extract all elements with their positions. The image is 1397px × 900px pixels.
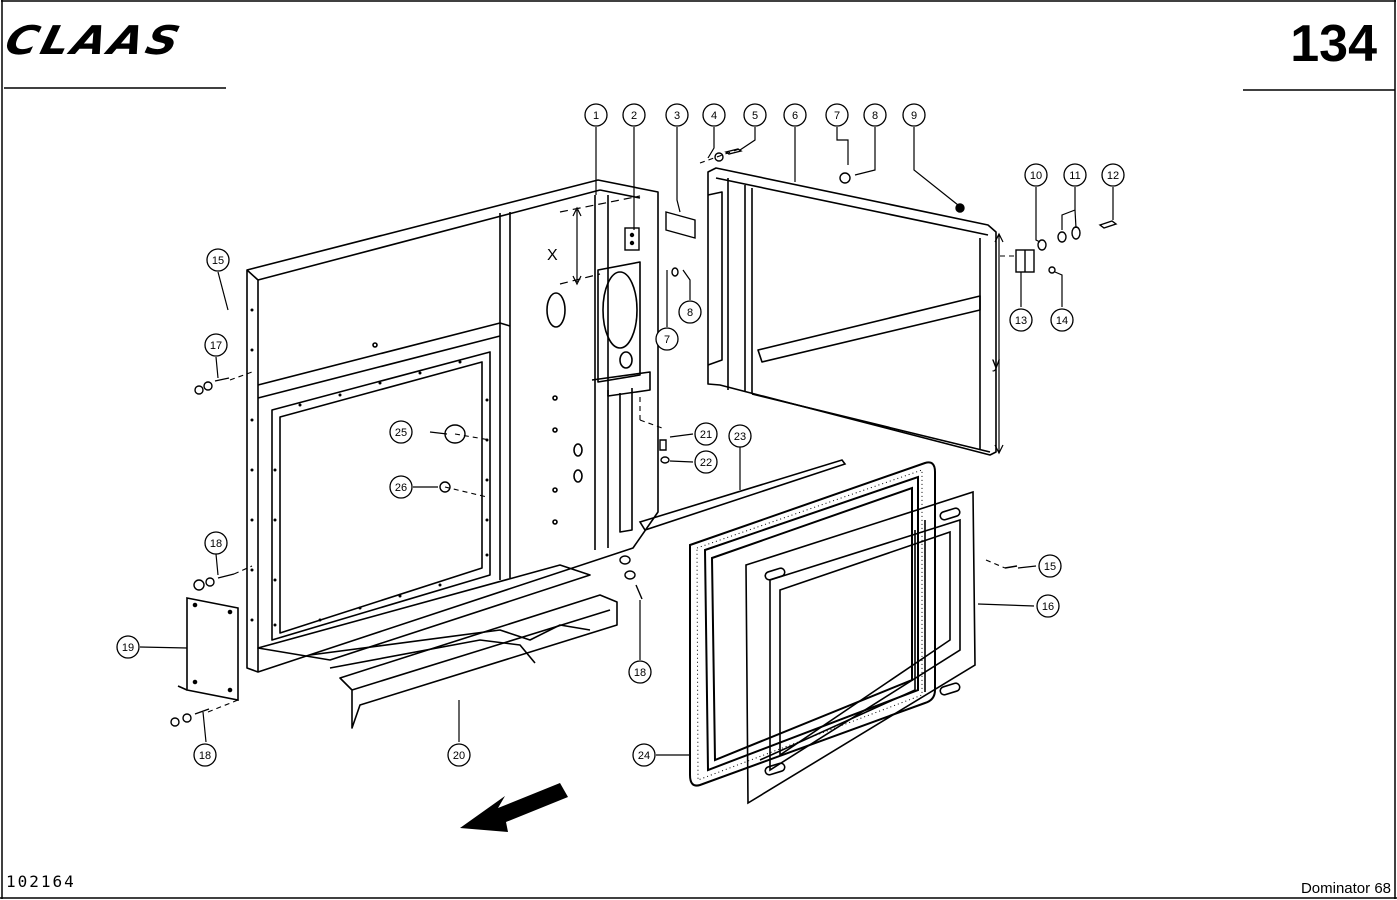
callout-16: 16 [1036,594,1060,618]
callout-label: 4 [711,110,717,122]
direction-arrow-icon [460,783,568,832]
callout-label: 8 [687,307,693,319]
callout-label: 11 [1069,170,1080,182]
channel-beam-20 [309,594,618,729]
callout-label: 22 [700,457,712,469]
callout-label: 6 [792,110,798,122]
leader-dashes [207,147,1016,713]
callout-5: 5 [743,103,767,127]
window-frame-16 [745,490,976,805]
callout-label: 18 [199,750,211,762]
callout-label: 12 [1107,170,1119,182]
callout-8-center: 8 [678,300,702,324]
cover-plate-19 [177,597,239,701]
callout-17: 17 [204,333,228,357]
callout-label: 23 [734,431,746,443]
callout-10: 10 [1024,163,1048,187]
callout-label: 8 [872,110,878,122]
side-panel [246,179,659,673]
callout-label: 2 [631,110,637,122]
callout-19: 19 [116,635,140,659]
callout-label: 15 [212,255,224,267]
callout-label: 13 [1015,315,1027,327]
seal-strip-23 [638,459,847,531]
callout-9: 9 [902,103,926,127]
brand-logo: CLAAS [0,18,188,64]
model-name: Dominator 68 [1300,880,1391,897]
callout-label: 20 [453,750,465,762]
callout-label: 21 [700,429,712,441]
callout-6: 6 [783,103,807,127]
callout-label: 18 [634,667,646,679]
callout-18-bottom: 18 [193,743,217,767]
callout-8: 8 [863,103,887,127]
callout-13: 13 [1009,308,1033,332]
callout-2: 2 [622,103,646,127]
dimension-x-label: X [547,247,558,264]
document-number: 102164 [6,872,76,891]
callout-4: 4 [702,103,726,127]
callout-14: 14 [1050,308,1074,332]
small-parts [170,148,1118,727]
callout-label: 7 [664,334,670,346]
callout-3: 3 [665,103,689,127]
callout-24: 24 [632,743,656,767]
callout-22: 22 [694,450,718,474]
callout-20: 20 [447,743,471,767]
callout-label: 17 [210,340,222,352]
gasket-texture [696,469,923,781]
callout-label: 19 [122,642,134,654]
callout-label: 5 [752,110,758,122]
callout-1: 1 [584,103,608,127]
callout-label: 16 [1042,601,1054,613]
frame-6 [707,167,997,456]
callout-21: 21 [694,422,718,446]
callout-label: 26 [395,482,407,494]
callout-label: 7 [834,110,840,122]
callout-15-right: 15 [1038,554,1062,578]
callout-18-center: 18 [628,660,652,684]
callout-label: 18 [210,538,222,550]
callout-label: 25 [395,427,407,439]
rivet-holes [250,308,489,627]
callout-label: 3 [674,110,680,122]
callout-12: 12 [1101,163,1125,187]
callout-label: 15 [1044,561,1056,573]
callout-label: 14 [1056,315,1068,327]
leader-lines [139,127,1114,756]
callout-15-left: 15 [206,248,230,272]
callout-11: 11 [1063,163,1087,187]
callout-7-center: 7 [655,327,679,351]
callout-25: 25 [389,420,413,444]
callout-23: 23 [728,424,752,448]
callout-label: 9 [911,110,917,122]
callout-26: 26 [389,475,413,499]
page-number: 134 [1290,15,1377,73]
callout-18-left: 18 [204,531,228,555]
callout-7: 7 [825,103,849,127]
callout-label: 10 [1030,170,1042,182]
dimension-lines [559,195,1004,455]
dimension-y-label: y [992,355,1000,372]
callouts: 1 2 3 4 5 6 7 8 9 10 11 12 13 14 15 17 2… [116,103,1125,767]
callout-label: 1 [593,110,599,122]
callout-label: 24 [638,750,650,762]
